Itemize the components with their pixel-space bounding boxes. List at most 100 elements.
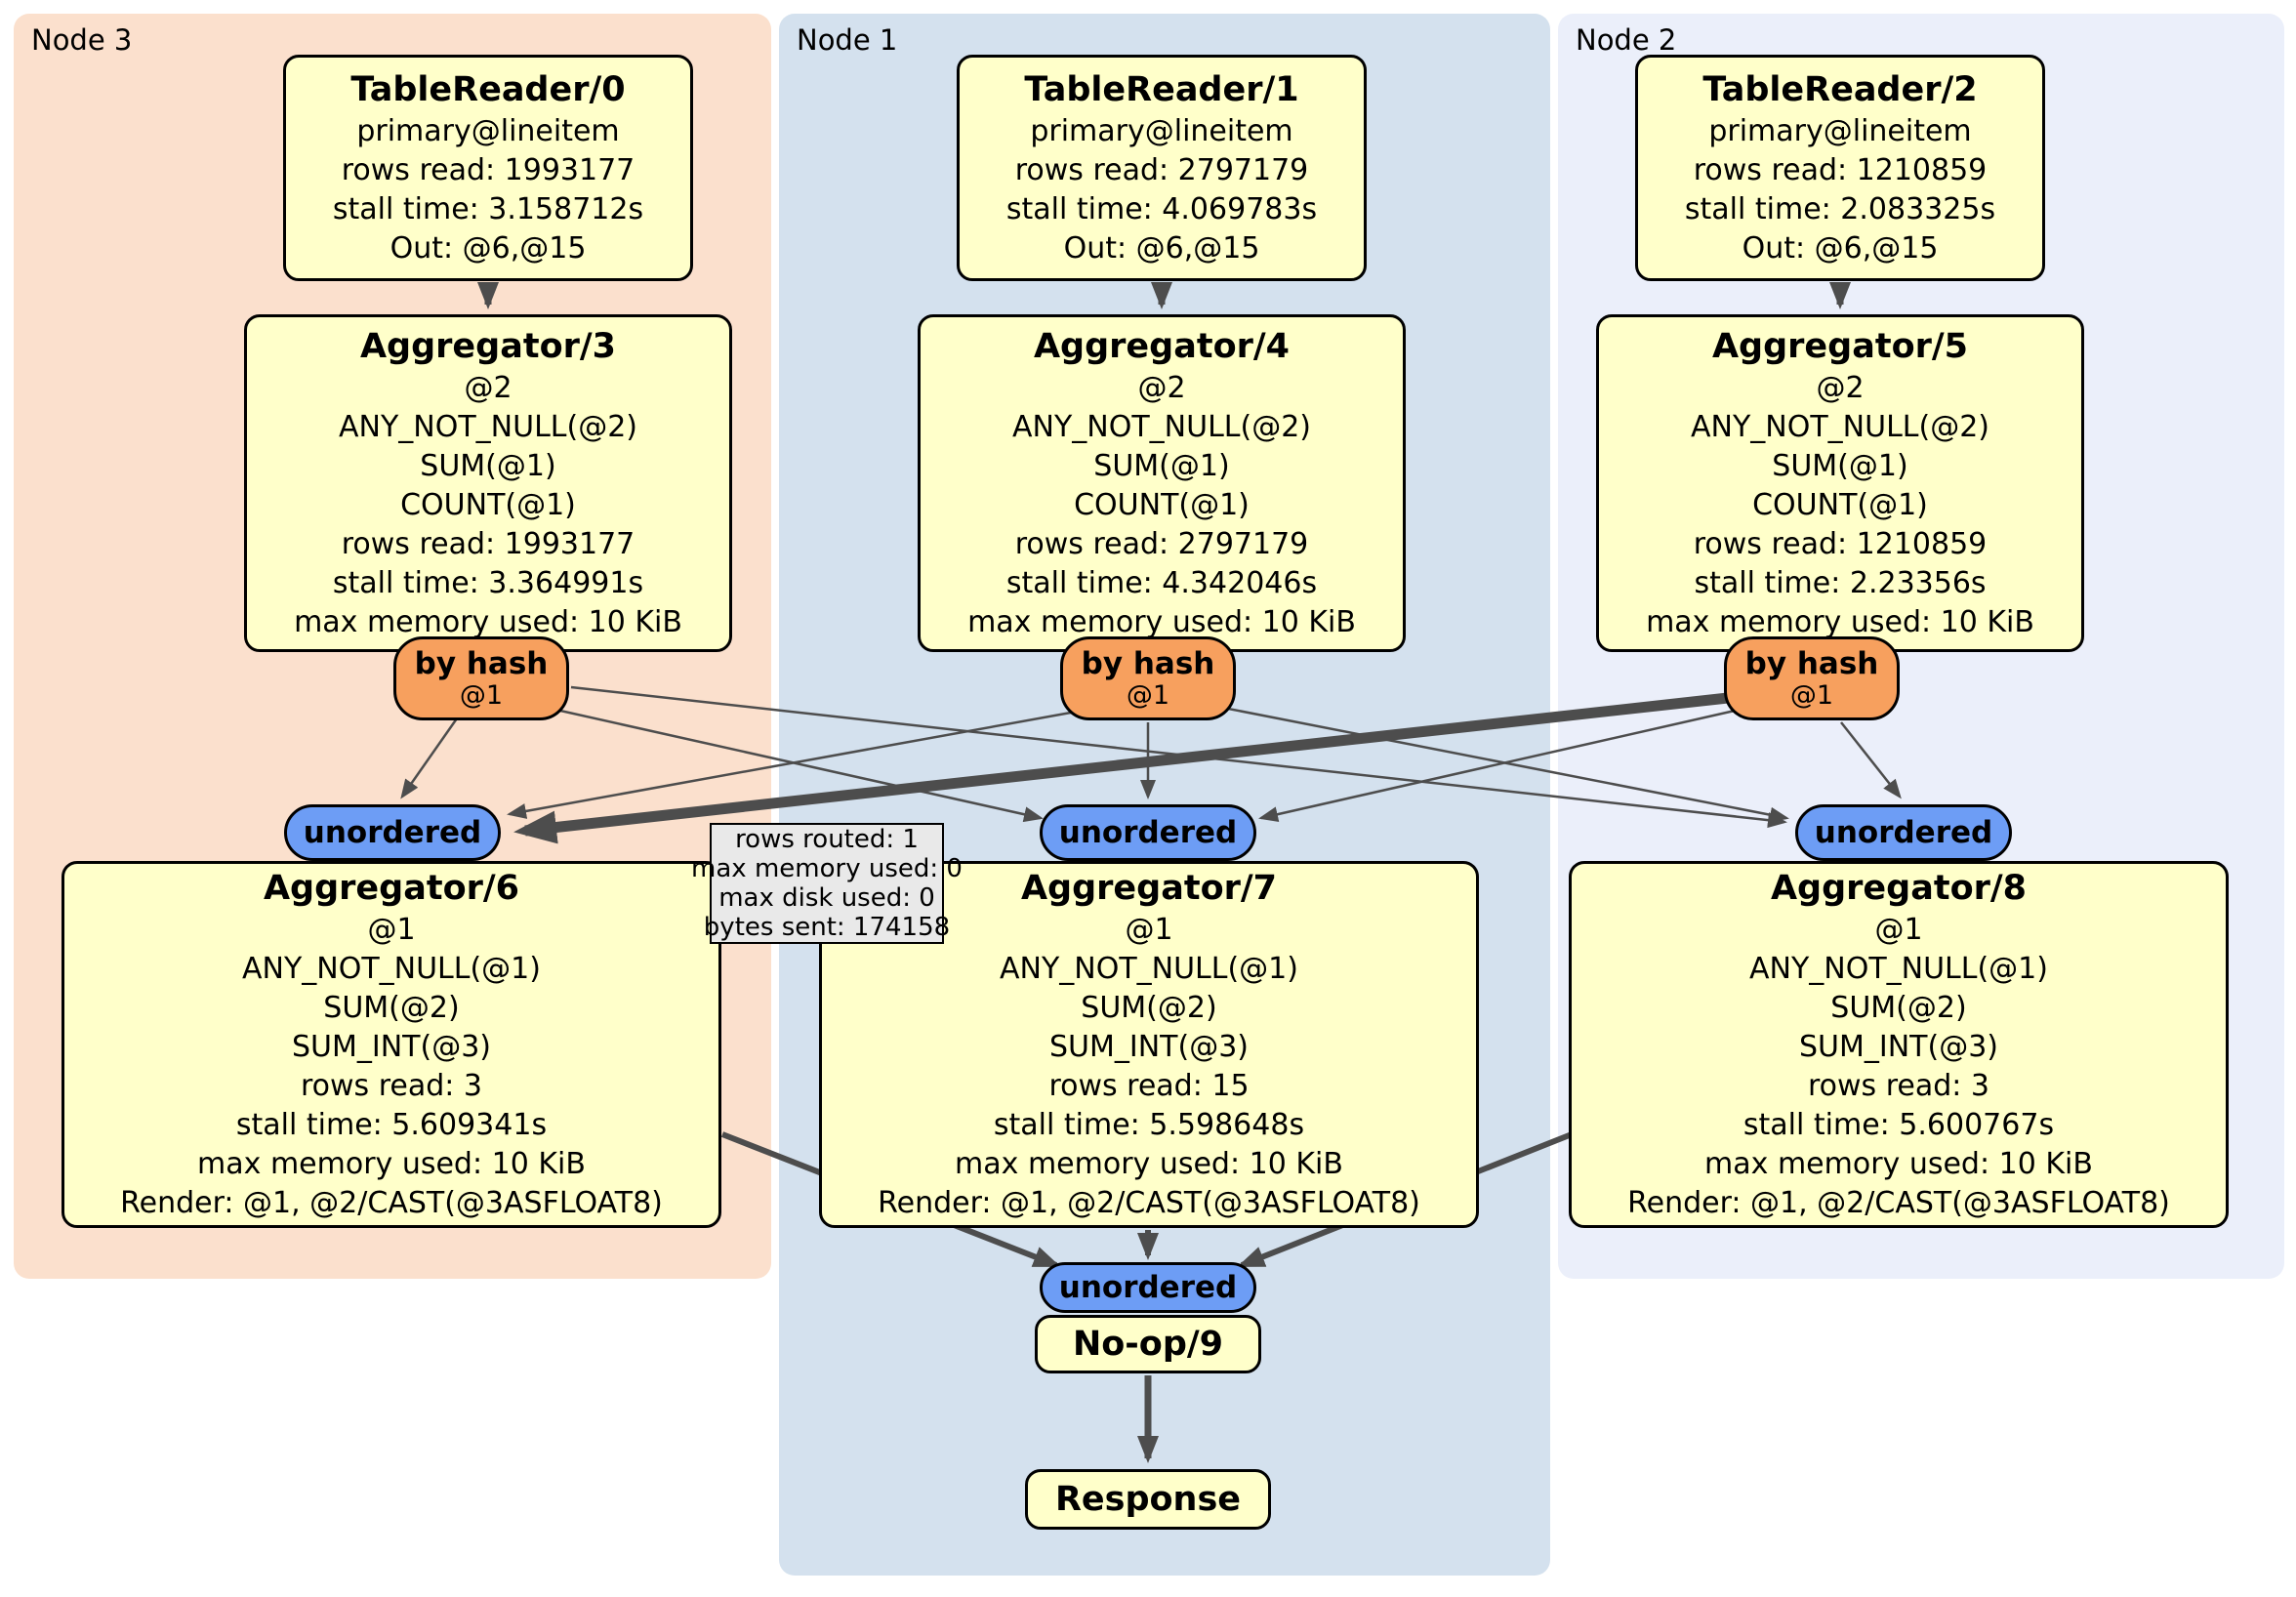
stream-label: unordered <box>303 815 482 850</box>
node-response[interactable]: Response <box>1025 1469 1271 1530</box>
text-line: primary@lineitem <box>1708 114 1972 148</box>
text-line: rows read: 2797179 <box>1014 153 1309 187</box>
router-by-hash-node2[interactable]: by hash @1 <box>1724 636 1900 720</box>
text-line: @2 <box>1137 371 1186 405</box>
text-line: stall time: 3.364991s <box>332 566 644 600</box>
stream-unordered-final[interactable]: unordered <box>1040 1262 1256 1313</box>
text-line: ANY_NOT_NULL(@1) <box>999 952 1298 986</box>
router-columns: @1 <box>459 680 504 711</box>
text-line: max memory used: 10 KiB <box>955 1147 1343 1181</box>
text-line: @1 <box>1874 913 1923 947</box>
text-line: SUM_INT(@3) <box>1048 1030 1249 1064</box>
text-line: primary@lineitem <box>1030 114 1293 148</box>
text-line: SUM(@1) <box>1093 449 1230 483</box>
node-noop-9[interactable]: No-op/9 <box>1035 1315 1261 1373</box>
stream-label: unordered <box>1058 815 1238 850</box>
router-label: by hash <box>1744 646 1879 681</box>
text-line: rows read: 3 <box>300 1069 482 1103</box>
text-line: Render: @1, @2/CAST(@3ASFLOAT8) <box>1627 1186 2170 1220</box>
node-title: No-op/9 <box>1072 1325 1224 1364</box>
text-line: bytes sent: 174158 <box>703 913 951 942</box>
text-line: max memory used: 10 KiB <box>1646 605 2034 639</box>
text-line: rows read: 2797179 <box>1014 527 1309 561</box>
text-line: Render: @1, @2/CAST(@3ASFLOAT8) <box>878 1186 1420 1220</box>
text-line: @2 <box>464 371 512 405</box>
stream-label: unordered <box>1058 1270 1238 1305</box>
node-details: primary@lineitem rows read: 1993177 stall … <box>333 112 643 268</box>
text-line: rows read: 3 <box>1807 1069 1989 1103</box>
text-line: @1 <box>367 913 416 947</box>
node-title: Aggregator/4 <box>1033 327 1291 366</box>
text-line: rows read: 1993177 <box>341 153 636 187</box>
text-line: Out: @6,@15 <box>1063 231 1260 266</box>
text-line: SUM_INT(@3) <box>291 1030 491 1064</box>
stream-unordered-node3[interactable]: unordered <box>284 804 501 861</box>
text-line: stall time: 2.23356s <box>1694 566 1987 600</box>
text-line: max memory used: 10 KiB <box>1704 1147 2093 1181</box>
stream-unordered-node1[interactable]: unordered <box>1040 804 1256 861</box>
router-by-hash-node3[interactable]: by hash @1 <box>393 636 569 720</box>
router-label: by hash <box>1081 646 1215 681</box>
text-line: ANY_NOT_NULL(@2) <box>339 410 637 444</box>
text-line: max memory used: 0 <box>691 854 963 883</box>
panel-node-3-label: Node 3 <box>31 23 133 57</box>
text-line: SUM(@2) <box>323 991 460 1025</box>
text-line: stall time: 5.600767s <box>1742 1108 2055 1142</box>
stream-label: unordered <box>1814 815 1993 850</box>
text-line: max memory used: 10 KiB <box>294 605 682 639</box>
text-line: primary@lineitem <box>356 114 620 148</box>
text-line: Render: @1, @2/CAST(@3ASFLOAT8) <box>120 1186 663 1220</box>
node-title: TableReader/1 <box>1024 70 1299 109</box>
text-line: COUNT(@1) <box>400 488 576 522</box>
router-columns: @1 <box>1789 680 1834 711</box>
router-label: by hash <box>414 646 549 681</box>
node-title: TableReader/2 <box>1702 70 1978 109</box>
text-line: stall time: 2.083325s <box>1684 192 1996 226</box>
node-title: Response <box>1054 1480 1242 1519</box>
text-line: SUM(@2) <box>1081 991 1217 1025</box>
panel-node-2-label: Node 2 <box>1576 23 1677 57</box>
text-line: Out: @6,@15 <box>390 231 587 266</box>
text-line: rows read: 1993177 <box>341 527 636 561</box>
stream-unordered-node2[interactable]: unordered <box>1795 804 2012 861</box>
text-line: ANY_NOT_NULL(@2) <box>1691 410 1989 444</box>
text-line: rows read: 15 <box>1048 1069 1250 1103</box>
node-tablereader-0[interactable]: TableReader/0 primary@lineitem rows read:… <box>283 55 693 281</box>
node-title: Aggregator/7 <box>1020 869 1278 908</box>
text-line: COUNT(@1) <box>1074 488 1250 522</box>
text-line: SUM(@1) <box>1772 449 1908 483</box>
text-line: stall time: 4.342046s <box>1005 566 1318 600</box>
router-by-hash-node1[interactable]: by hash @1 <box>1060 636 1236 720</box>
node-title: Aggregator/8 <box>1770 869 2028 908</box>
node-tablereader-2[interactable]: TableReader/2 primary@lineitem rows read:… <box>1635 55 2045 281</box>
text-line: rows read: 1210859 <box>1693 527 1988 561</box>
text-line: ANY_NOT_NULL(@1) <box>1748 952 2048 986</box>
text-line: stall time: 3.158712s <box>332 192 644 226</box>
text-line: ANY_NOT_NULL(@2) <box>1012 410 1311 444</box>
text-line: COUNT(@1) <box>1752 488 1928 522</box>
router-columns: @1 <box>1126 680 1170 711</box>
text-line: rows routed: 1 <box>735 825 919 854</box>
text-line: max memory used: 10 KiB <box>967 605 1356 639</box>
text-line: max disk used: 0 <box>718 883 935 913</box>
node-title: TableReader/0 <box>350 70 626 109</box>
node-title: Aggregator/5 <box>1711 327 1969 366</box>
text-line: rows read: 1210859 <box>1693 153 1988 187</box>
text-line: stall time: 5.609341s <box>235 1108 548 1142</box>
node-tablereader-1[interactable]: TableReader/1 primary@lineitem rows read:… <box>957 55 1367 281</box>
text-line: @2 <box>1816 371 1865 405</box>
